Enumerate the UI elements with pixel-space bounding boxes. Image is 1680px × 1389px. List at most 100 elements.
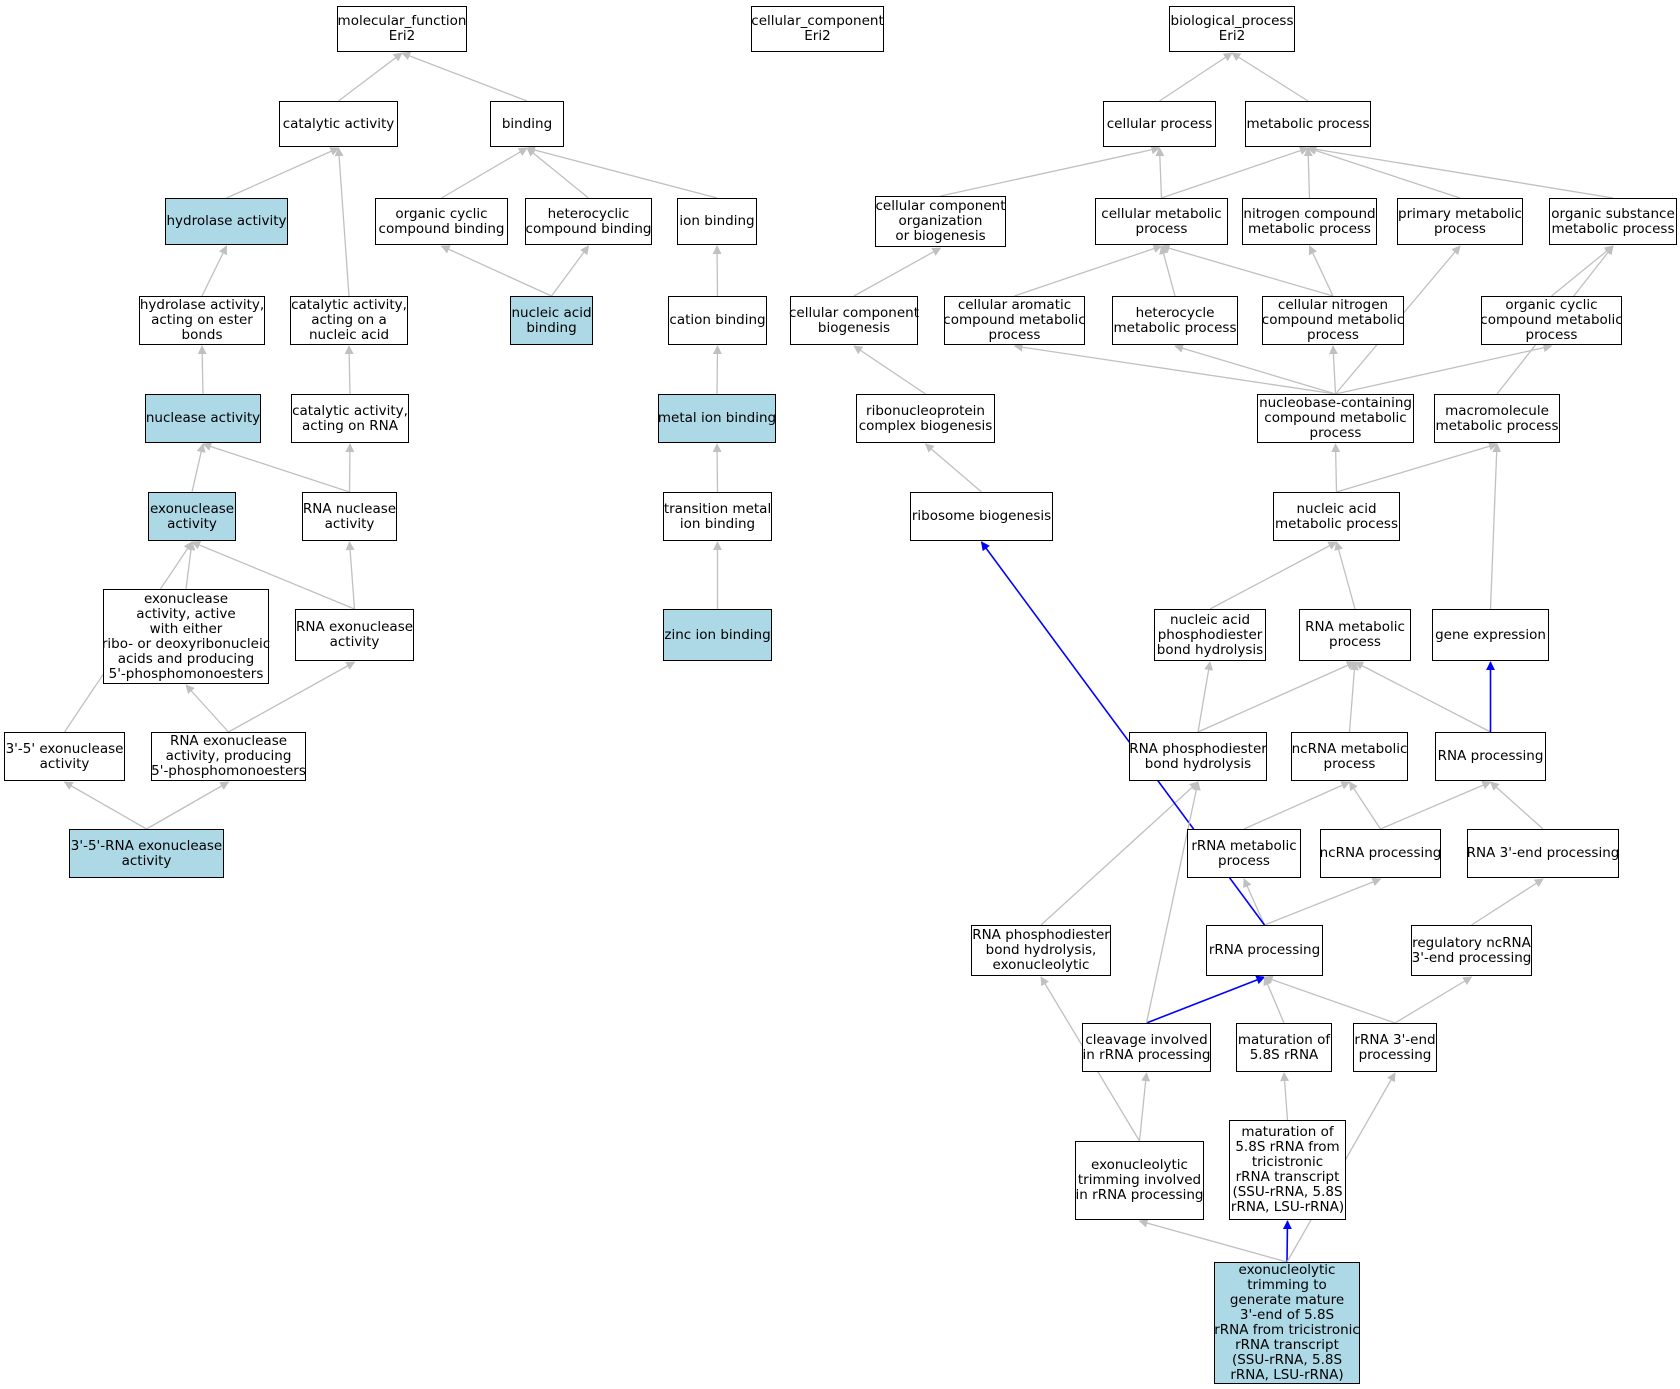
go-term-label-line: process bbox=[1309, 425, 1362, 441]
go-term-label-line: acids and producing bbox=[117, 650, 255, 667]
go-term-label-line: ion binding bbox=[679, 515, 756, 532]
go-term-node: cellular process bbox=[1103, 101, 1216, 147]
go-term-label-line: processing bbox=[1358, 1046, 1432, 1063]
edge bbox=[1280, 1072, 1290, 1121]
edge bbox=[1263, 975, 1396, 1024]
go-term-label-line: 3'-5' exonuclease bbox=[5, 740, 124, 757]
go-term-label-line: RNA exonuclease bbox=[169, 733, 288, 749]
edge bbox=[1394, 976, 1473, 1024]
go-term-label-line: exonuclease bbox=[149, 500, 235, 517]
go-term-label-line: Eri2 bbox=[804, 28, 831, 44]
go-term-label-line: rRNA from tricistronic bbox=[1214, 1322, 1360, 1338]
edge bbox=[201, 245, 228, 297]
go-term-label-line: nucleic acid bbox=[1169, 611, 1251, 628]
go-term-label-line: cellular process bbox=[1106, 115, 1213, 132]
go-term-node: ncRNA processing bbox=[1320, 829, 1441, 878]
edge bbox=[1307, 146, 1461, 199]
go-term-label-line: process bbox=[1135, 220, 1188, 237]
edge bbox=[853, 345, 926, 395]
go-term-label-line: bond hydrolysis, bbox=[985, 942, 1097, 958]
go-term-label-line: process bbox=[1323, 755, 1376, 772]
go-term-label-line: process bbox=[1218, 852, 1270, 869]
go-term-label-line: phosphodiester bbox=[1157, 626, 1263, 643]
go-term-label-line: bond hydrolysis bbox=[1156, 641, 1264, 658]
edge bbox=[1159, 245, 1176, 297]
go-term-label-line: activity, producing bbox=[165, 748, 292, 764]
go-term-label-line: zinc ion binding bbox=[664, 626, 771, 643]
go-term-label-line: organization bbox=[898, 213, 983, 229]
go-term-label-line: ncRNA processing bbox=[1319, 845, 1442, 861]
edge bbox=[1380, 781, 1492, 830]
go-term-label-line: complex biogenesis bbox=[858, 417, 993, 434]
go-term-node: catalytic activity,acting on RNA bbox=[291, 394, 409, 443]
edge bbox=[345, 541, 356, 610]
go-term-label-line: process bbox=[988, 327, 1041, 343]
go-term-label-line: nuclease activity bbox=[145, 410, 261, 426]
go-term-label-line: macromolecule bbox=[1445, 402, 1549, 419]
go-term-label-line: in rRNA processing bbox=[1075, 1187, 1204, 1203]
edge bbox=[1014, 244, 1163, 297]
go-term-label-line: RNA phosphodiester bbox=[972, 927, 1110, 943]
go-term-label-line: exonucleolytic bbox=[1238, 1262, 1336, 1278]
go-term-label-line: cellular component bbox=[788, 304, 920, 321]
go-term-label-line: activity bbox=[39, 755, 90, 772]
go-term-label-line: binding bbox=[501, 115, 553, 132]
go-term-node: metabolic process bbox=[1245, 101, 1371, 147]
go-term-label-line: compound metabolic bbox=[943, 312, 1086, 328]
go-term-label-line: hydrolase activity, bbox=[139, 297, 265, 313]
go-term-label-line: cellular metabolic bbox=[1101, 205, 1222, 222]
edge bbox=[1161, 146, 1309, 199]
go-term-label-line: 3'-5'-RNA exonuclease bbox=[70, 837, 223, 854]
go-term-label-line: ncRNA metabolic bbox=[1291, 740, 1408, 757]
edge bbox=[1334, 541, 1356, 610]
go-term-label-line: process bbox=[1434, 220, 1486, 237]
go-term-label-line: ion binding bbox=[679, 213, 755, 229]
go-term-label-line: cellular aromatic bbox=[957, 297, 1072, 313]
go-term-node: ribosome biogenesis bbox=[910, 492, 1053, 541]
go-term-label-line: organic substance bbox=[1551, 205, 1675, 222]
go-term-label-line: transition metal bbox=[663, 500, 772, 517]
go-term-label-line: trimming to bbox=[1247, 1277, 1327, 1293]
edge bbox=[1348, 661, 1359, 733]
edge-highlighted bbox=[1146, 975, 1266, 1024]
go-term-label-line: RNA metabolic bbox=[1305, 619, 1405, 635]
go-term-label-line: nucleic acid bbox=[308, 327, 390, 343]
go-term-node: catalytic activity bbox=[279, 101, 398, 147]
go-term-label-line: RNA nuclease bbox=[302, 500, 397, 517]
edge bbox=[344, 345, 354, 395]
edge bbox=[1307, 144, 1614, 199]
go-term-label-line: tricistronic bbox=[1251, 1154, 1324, 1170]
go-term-label-line: nitrogen compound bbox=[1243, 205, 1376, 222]
go-term-label-line: metabolic process bbox=[1275, 515, 1398, 532]
go-term-label-line: cation binding bbox=[669, 312, 766, 328]
edge bbox=[712, 245, 722, 297]
go-term-label-line: process bbox=[1307, 327, 1359, 343]
go-term-label-line: 5'-phosphomonoesters bbox=[151, 763, 306, 779]
go-term-label-line: compound metabolic bbox=[1264, 410, 1407, 426]
go-term-label-line: ribo- or deoxyribonucleic bbox=[101, 635, 271, 652]
go-term-label-line: process bbox=[1525, 327, 1578, 343]
edge bbox=[1145, 781, 1201, 1024]
go-term-label-line: metal ion binding bbox=[657, 410, 777, 426]
go-term-label-line: catalytic activity, bbox=[291, 297, 407, 313]
edge bbox=[197, 345, 207, 395]
go-term-label-line: compound binding bbox=[525, 220, 652, 237]
edge bbox=[1489, 443, 1502, 610]
edge bbox=[146, 781, 230, 830]
go-term-node: rRNA processing bbox=[1206, 925, 1323, 976]
